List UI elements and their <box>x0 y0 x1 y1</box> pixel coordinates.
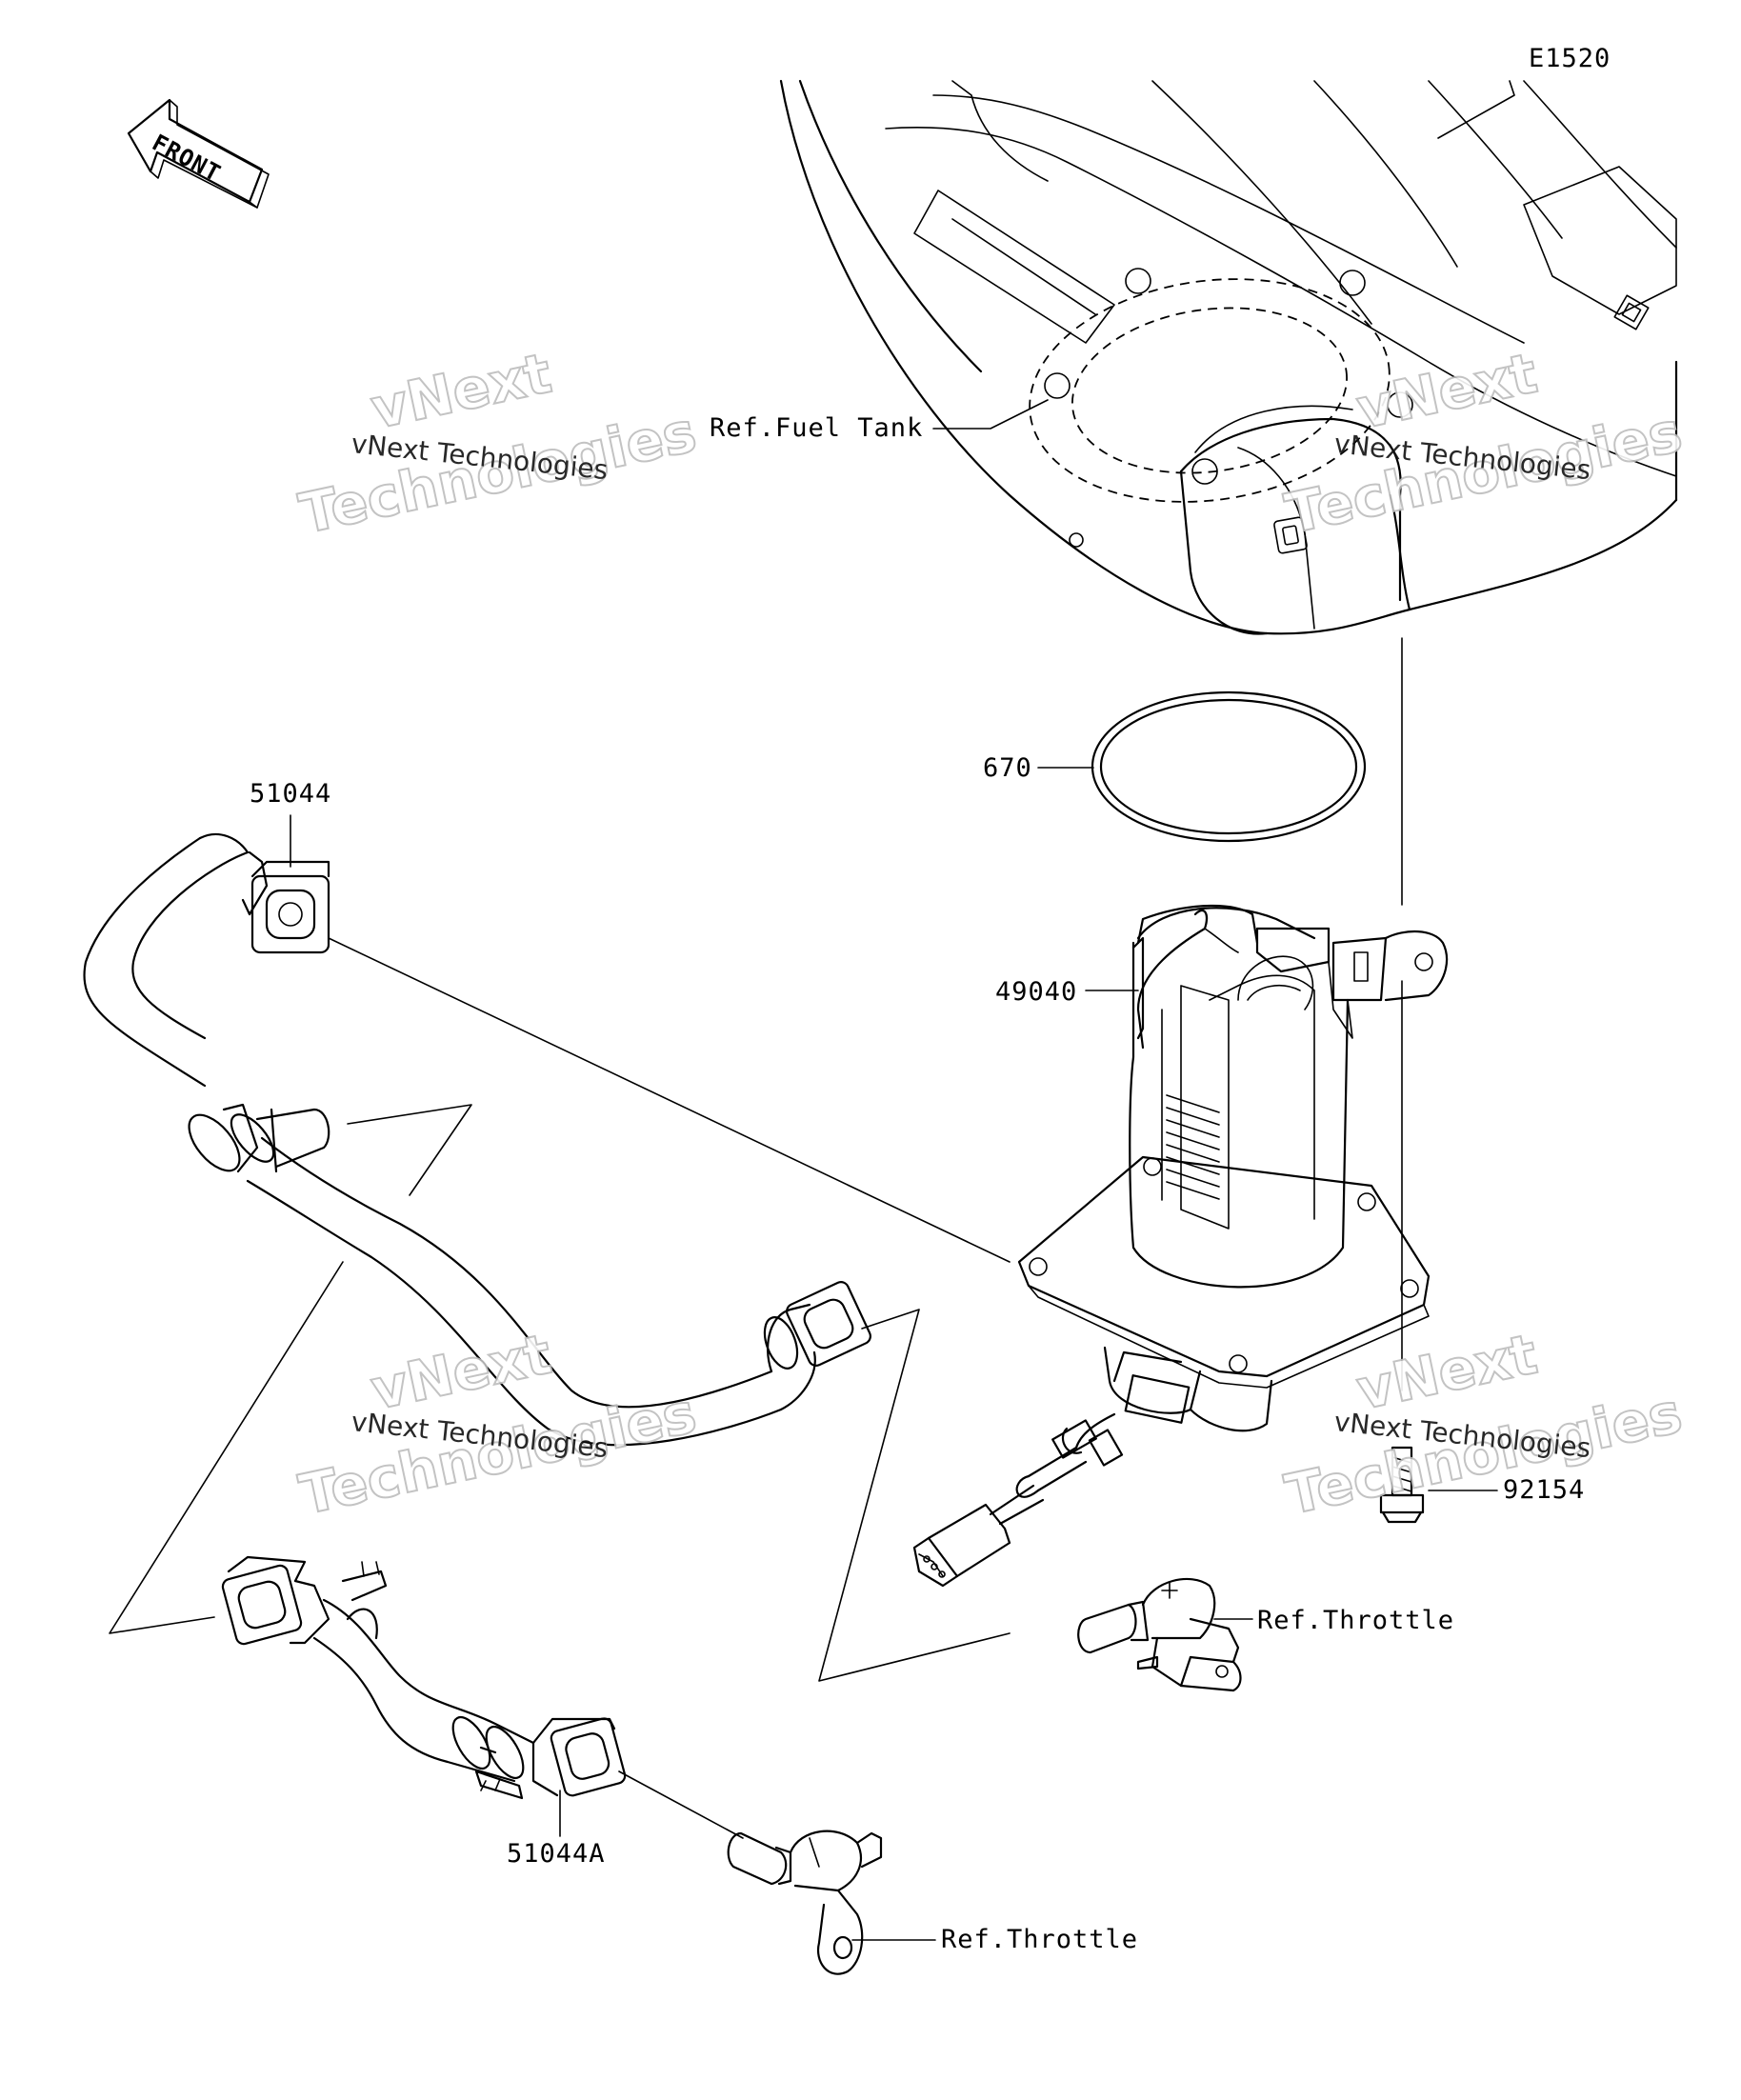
label-throttle-upper: Ref.Throttle <box>1257 1606 1454 1635</box>
bolt-drawing <box>1379 1446 1425 1524</box>
label-hose-upper: 51044 <box>250 779 331 809</box>
watermark-top-right: vNext Technologies vNext Technologies <box>1279 340 1689 548</box>
watermark-top-left: vNext Technologies vNext Technologies <box>293 340 703 548</box>
guide-line-3 <box>818 1309 1011 1682</box>
o-ring-drawing <box>1091 690 1367 843</box>
label-fuel-tank: Ref.Fuel Tank <box>710 413 923 443</box>
fuel-tank-drawing <box>779 79 1678 635</box>
diagram-code: E1520 <box>1529 44 1611 73</box>
front-arrow-label: FRONT <box>148 130 225 188</box>
hose-lower-drawing <box>221 1555 627 1800</box>
front-arrow-icon: FRONT <box>127 98 270 209</box>
svg-text:Technologies: Technologies <box>1280 1380 1688 1527</box>
connector-hose-to-throttle <box>618 1770 744 1839</box>
label-hose-lower: 51044A <box>507 1839 606 1869</box>
guide-line-1 <box>347 1104 472 1196</box>
guide-line-2 <box>109 1261 344 1634</box>
connector-hose-to-pump <box>328 937 1011 1263</box>
svg-text:vNext: vNext <box>1351 1322 1543 1423</box>
leader-fuel-tank <box>932 399 1049 430</box>
watermark-bottom-left: vNext Technologies vNext Technologies <box>293 1321 703 1529</box>
svg-text:Technologies: Technologies <box>294 1380 702 1527</box>
throttle-upper-drawing <box>1077 1577 1242 1692</box>
label-fuel-pump: 49040 <box>995 977 1077 1007</box>
label-bolt: 92154 <box>1503 1475 1585 1505</box>
throttle-lower-drawing <box>727 1830 883 1975</box>
svg-text:vNext: vNext <box>1351 341 1543 442</box>
watermark-bottom-right: vNext Technologies vNext Technologies <box>1279 1321 1689 1529</box>
label-throttle-lower: Ref.Throttle <box>941 1925 1138 1954</box>
fuel-pump-drawing <box>912 904 1448 1588</box>
hose-upper-drawing <box>83 832 871 1447</box>
label-o-ring: 670 <box>983 753 1032 783</box>
svg-text:vNext: vNext <box>366 341 557 442</box>
